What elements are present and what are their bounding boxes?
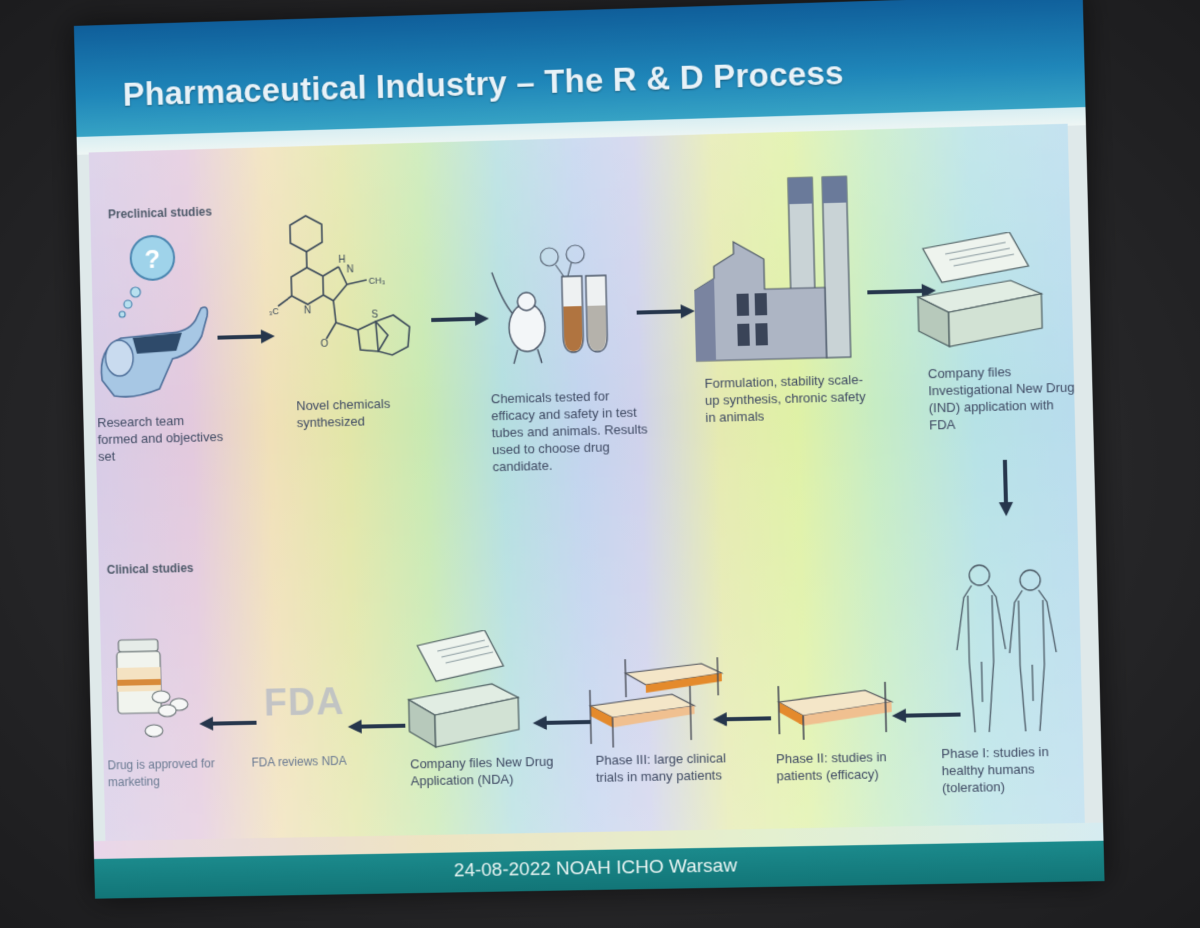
step-label-phase-two: Phase II: studies in patients (efficacy) bbox=[775, 749, 887, 784]
arrow-left-icon bbox=[199, 713, 259, 734]
step-label-drug-approved: Drug is approved for marketing bbox=[107, 756, 215, 790]
pill-bottle-icon bbox=[108, 632, 199, 743]
factory-icon bbox=[691, 166, 877, 371]
arrow-right-icon bbox=[429, 308, 490, 330]
step-label-research-team: Research team formed and objectives set bbox=[97, 413, 224, 464]
arrow-right-icon bbox=[865, 280, 937, 302]
arrow-left-icon bbox=[891, 704, 963, 726]
application-box-icon bbox=[403, 629, 535, 751]
healthy-humans-icon bbox=[949, 559, 1065, 743]
arrow-right-icon bbox=[634, 301, 695, 323]
molecule-atom-label: H₃C bbox=[266, 306, 280, 316]
step-label-phase-three: Phase III: large clinical trials in many… bbox=[595, 750, 727, 785]
molecule-atom-label: N bbox=[346, 264, 353, 275]
fda-logo-icon: FDA bbox=[263, 681, 345, 725]
molecule-atom-label: O bbox=[320, 339, 328, 350]
lab-mouse-test-tubes-icon bbox=[491, 244, 608, 365]
arrow-left-icon bbox=[712, 708, 774, 729]
section-label-clinical: Clinical studies bbox=[106, 560, 194, 577]
step-label-company-files-nda: Company files New Drug Application (NDA) bbox=[410, 753, 554, 789]
application-box-icon bbox=[912, 231, 1057, 356]
arrow-left-icon bbox=[533, 716, 591, 731]
molecule-structure-icon: H N CH₃ H₃C N O S bbox=[266, 202, 439, 406]
step-label-novel-chemicals: Novel chemicals synthesized bbox=[296, 395, 391, 431]
arrow-left-icon bbox=[347, 716, 408, 737]
diagram-panel: Preclinical studies Clinical studies ? R… bbox=[88, 123, 1085, 847]
step-label-formulation: Formulation, stability scale-up synthesi… bbox=[704, 371, 866, 426]
step-label-fda-reviews: FDA reviews NDA bbox=[251, 753, 347, 770]
molecule-atom-label: H bbox=[338, 255, 345, 266]
question-mark-text: ? bbox=[144, 246, 160, 274]
molecule-atom-label: S bbox=[371, 309, 378, 320]
step-label-phase-one: Phase I: studies in healthy humans (tole… bbox=[941, 743, 1049, 796]
arrow-right-icon bbox=[215, 326, 276, 348]
hospital-beds-icon bbox=[585, 655, 727, 748]
hospital-bed-icon bbox=[774, 672, 897, 745]
projected-slide: Pharmaceutical Industry – The R & D Proc… bbox=[73, 0, 1105, 899]
step-label-company-files-ind: Company files Investigational New Drug (… bbox=[927, 364, 1075, 433]
step-label-chemicals-tested: Chemicals tested for efficacy and safety… bbox=[490, 388, 648, 475]
section-label-preclinical: Preclinical studies bbox=[107, 204, 213, 222]
research-team-icon: ? bbox=[91, 228, 224, 420]
molecule-atom-label: N bbox=[304, 305, 311, 316]
molecule-atom-label: CH₃ bbox=[369, 275, 386, 285]
arrow-down-icon bbox=[995, 458, 1017, 517]
